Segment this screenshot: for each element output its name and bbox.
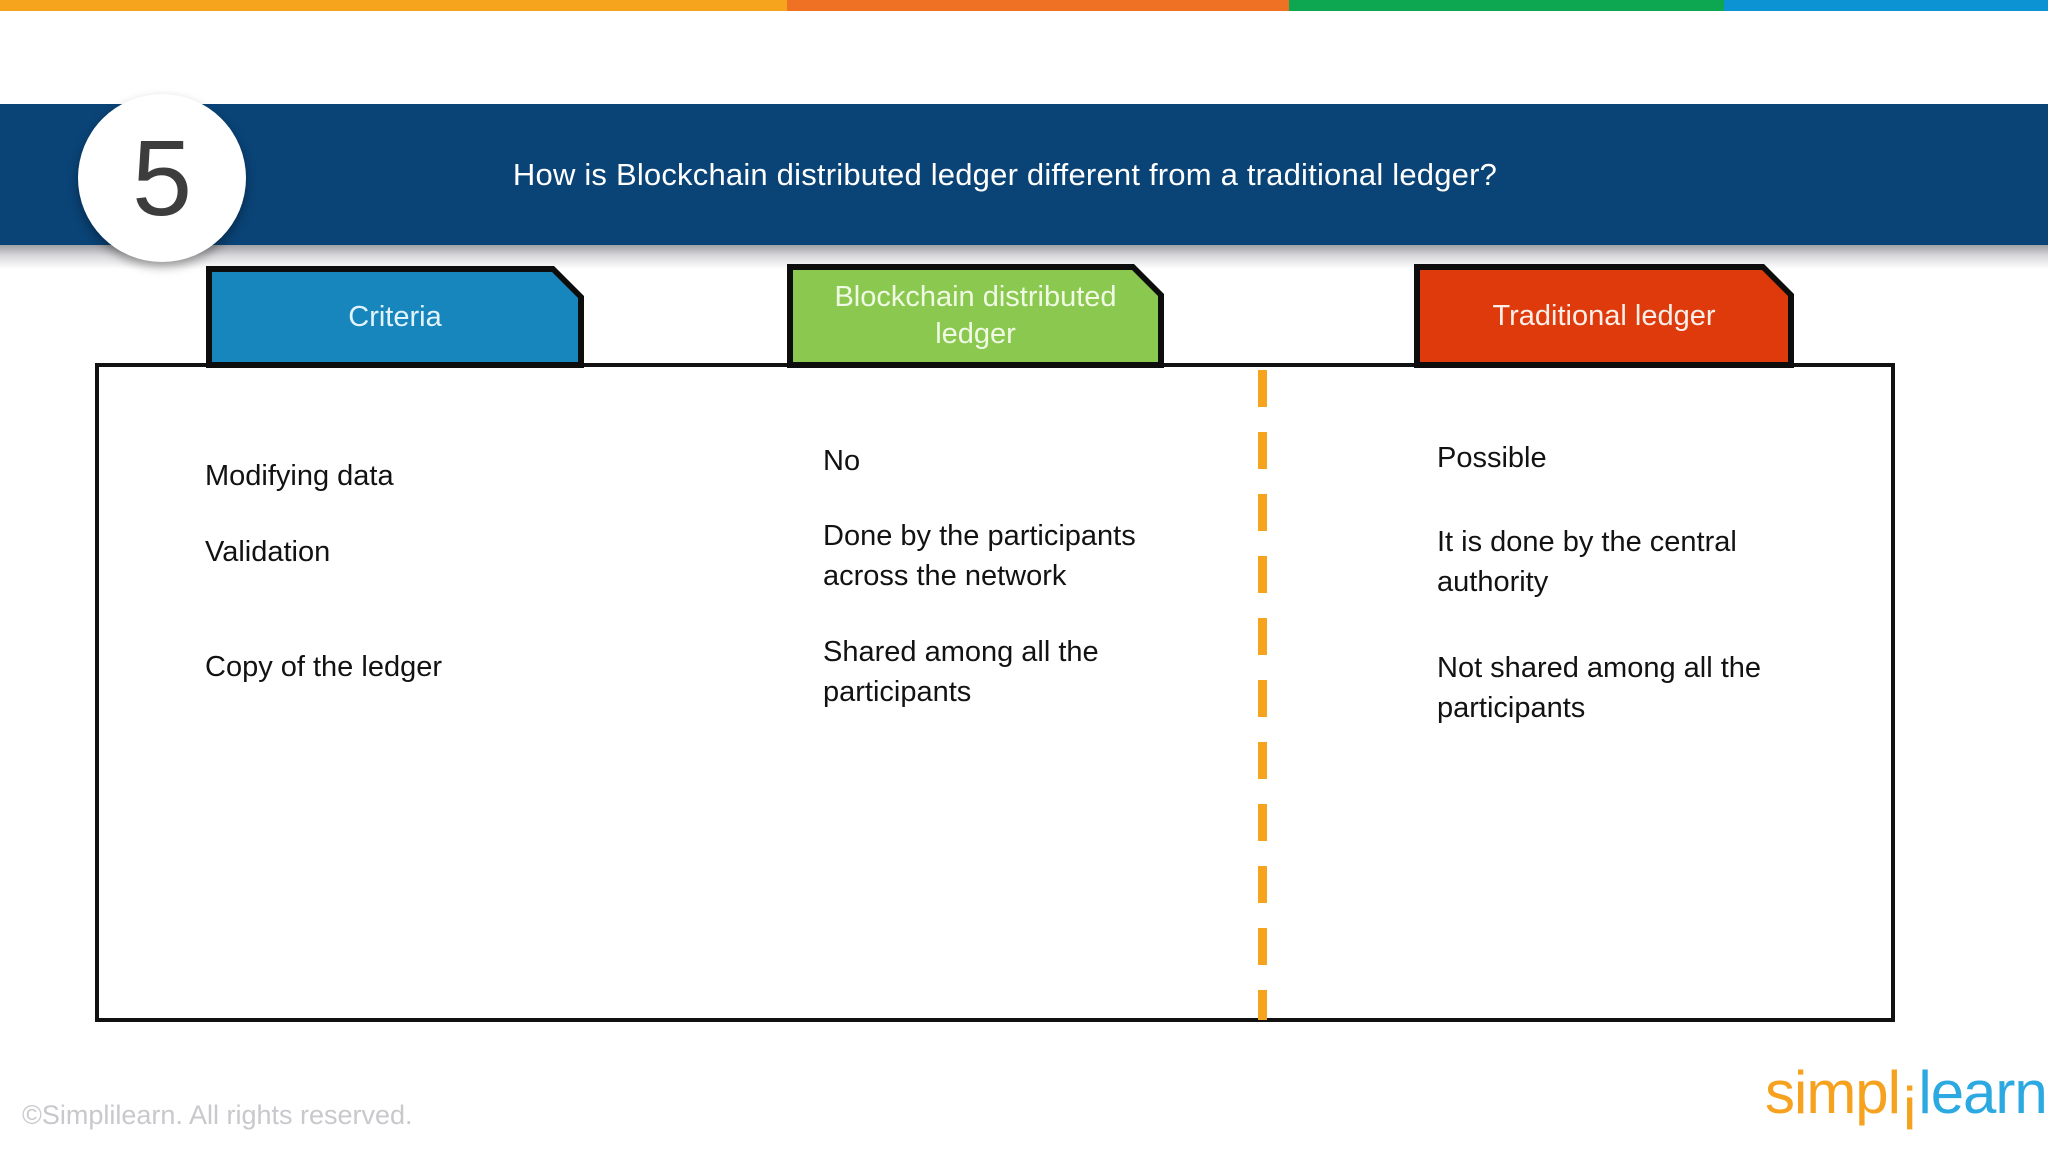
logo-part-i: i <box>1903 1075 1916 1142</box>
tab-criteria-fill: Criteria <box>212 272 578 362</box>
cell-criteria-modifying-data: Modifying data <box>205 460 394 492</box>
logo-part-learn: learn <box>1918 1059 2047 1126</box>
cell-traditional-modifying-data: Possible <box>1437 442 1547 474</box>
cell-blockchain-modifying-data: No <box>823 445 861 477</box>
tab-blockchain-distributed-ledger: Blockchain distributed ledger <box>787 264 1164 368</box>
cell-criteria-validation: Validation <box>205 536 331 568</box>
title-band <box>0 104 2048 245</box>
comparison-table <box>95 363 1895 1022</box>
tab-criteria: Criteria <box>206 266 584 368</box>
cell-traditional-validation: It is done by the central authority <box>1437 526 1737 598</box>
accent-segment-blue <box>1724 0 2048 11</box>
accent-segment-green <box>1289 0 1724 11</box>
simplilearn-logo: simplilearn <box>1765 1058 2048 1142</box>
top-accent-bar <box>0 0 2048 11</box>
tab-traditional-fill: Traditional ledger <box>1420 270 1788 362</box>
question-title: How is Blockchain distributed ledger dif… <box>512 156 1498 192</box>
tab-traditional-ledger: Traditional ledger <box>1414 264 1794 368</box>
tab-traditional-label: Traditional ledger <box>1492 299 1716 332</box>
accent-segment-amber <box>0 0 787 11</box>
cell-blockchain-validation: Done by the participants across the netw… <box>823 520 1136 592</box>
tab-blockchain-label: Blockchain distributed ledger <box>834 281 1117 350</box>
slide-number-badge: 5 <box>78 94 246 262</box>
tab-criteria-label: Criteria <box>348 300 442 333</box>
copyright-text: ©Simplilearn. All rights reserved. <box>22 1100 413 1130</box>
cell-blockchain-copy-of-ledger: Shared among all the participants <box>823 636 1099 708</box>
cell-criteria-copy-of-ledger: Copy of the ledger <box>205 651 442 683</box>
cell-traditional-copy-of-ledger: Not shared among all the participants <box>1437 652 1762 724</box>
accent-segment-orange <box>787 0 1289 11</box>
dashed-column-divider <box>1258 370 1267 1020</box>
logo-part-simpl: simpl <box>1765 1059 1901 1126</box>
slide-number: 5 <box>131 117 193 238</box>
tab-blockchain-fill: Blockchain distributed ledger <box>793 270 1158 362</box>
